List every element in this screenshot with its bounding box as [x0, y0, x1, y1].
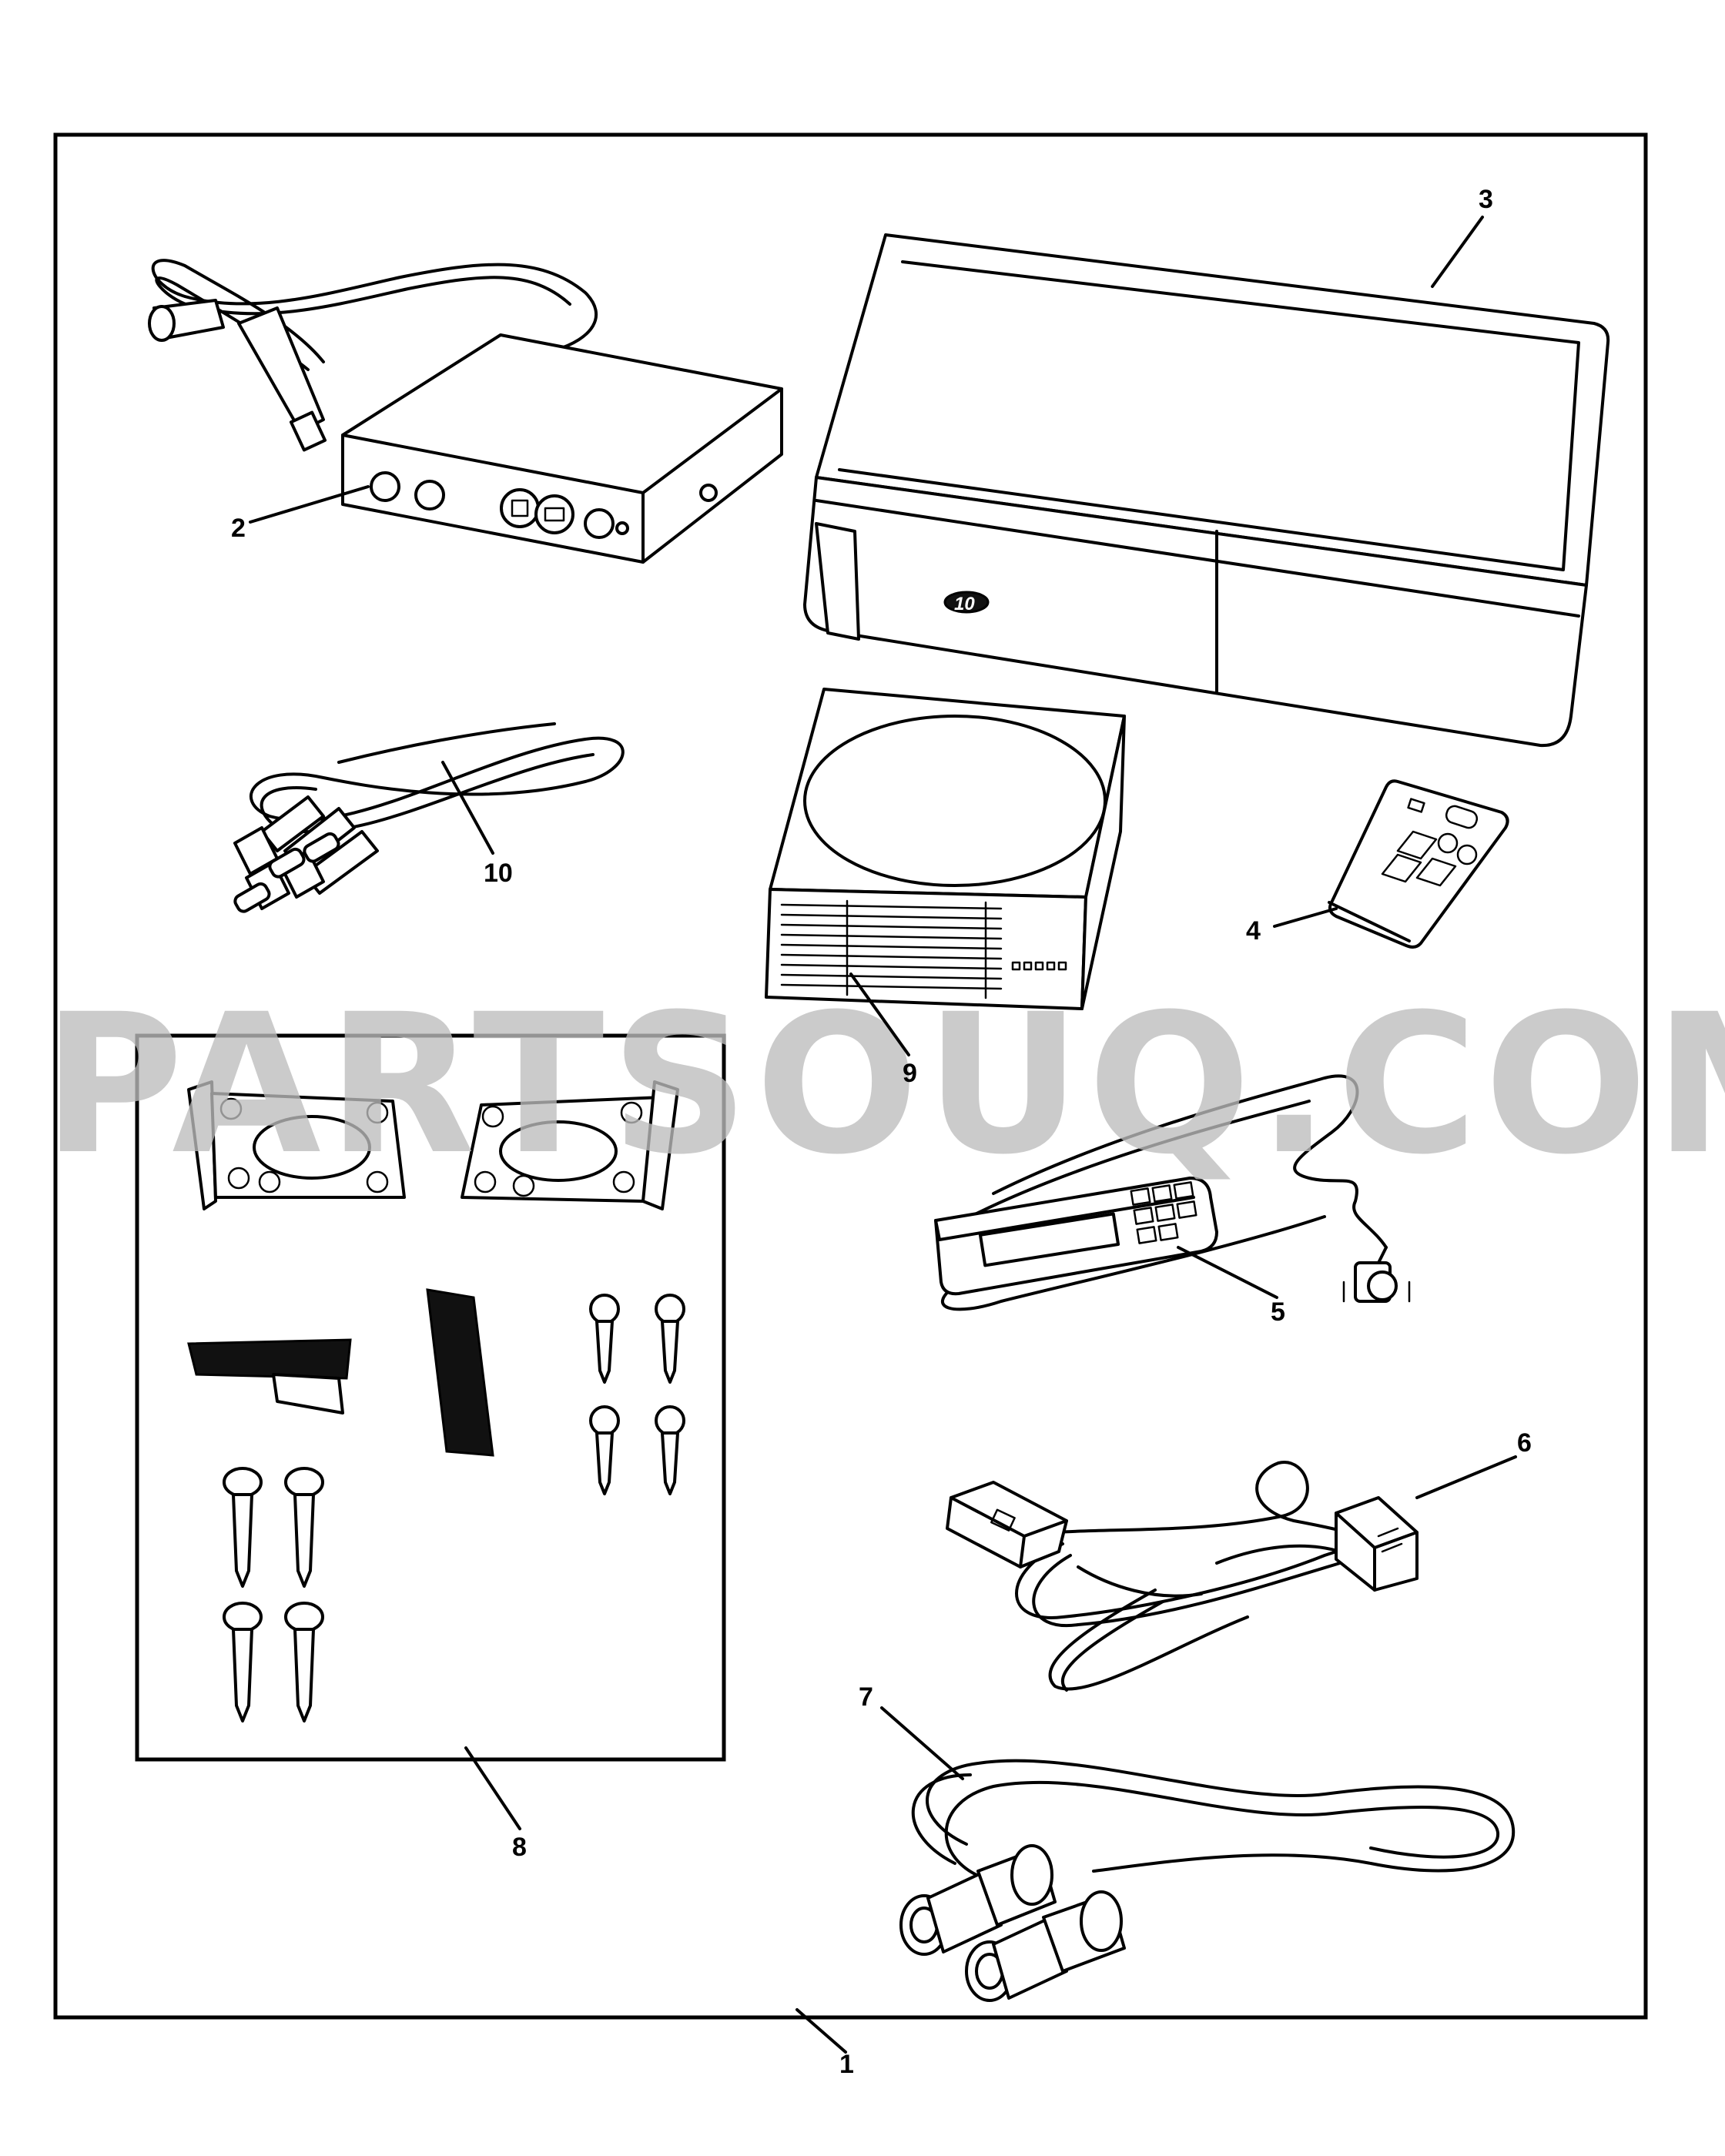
watermark: PARTSOUQ.COM [42, 973, 1725, 1197]
velcro-strip-vertical [426, 1288, 494, 1457]
callout-9: 9 [903, 1059, 917, 1088]
callout-7: 7 [859, 1682, 873, 1712]
kit-outer-frame [53, 132, 1648, 2020]
leader-lines [249, 216, 1517, 2054]
mounting-bracket-left [187, 1080, 406, 1210]
part-9-cd-magazine[interactable] [765, 688, 1126, 1010]
callout-3: 3 [1479, 185, 1493, 214]
part-2-amplifier-module[interactable] [148, 259, 783, 564]
magazine-indicator-dots [1011, 961, 1067, 971]
part-10-rca-cable[interactable] [233, 722, 625, 914]
large-screws [223, 1467, 324, 1722]
part-8-fixing-kit[interactable] [135, 1033, 726, 1762]
callout-1: 1 [839, 2050, 854, 2079]
callout-2: 2 [231, 514, 246, 543]
mounting-bracket-right [461, 1080, 679, 1210]
callout-4: 4 [1246, 916, 1261, 946]
changer-badge-text: 10 [954, 594, 975, 614]
magazine-tray-slots [780, 899, 1003, 999]
part-4-remote-control[interactable] [1328, 779, 1509, 949]
handset-keypad [1130, 1181, 1197, 1244]
callout-10: 10 [484, 859, 513, 888]
part-3-cd-changer[interactable]: 10 [803, 233, 1610, 748]
callout-5: 5 [1271, 1297, 1285, 1327]
callout-labels: 1 2 3 4 5 6 7 8 9 10 [231, 185, 1532, 2079]
velcro-strip-horizontal [187, 1338, 352, 1414]
callout-8: 8 [512, 1833, 527, 1862]
part-5-display-unit[interactable] [934, 1074, 1411, 1311]
part-7-twin-cable[interactable] [899, 1759, 1516, 2002]
callout-6: 6 [1517, 1428, 1532, 1458]
small-screws [589, 1294, 685, 1495]
part-6-wiring-harness[interactable] [946, 1461, 1419, 1692]
